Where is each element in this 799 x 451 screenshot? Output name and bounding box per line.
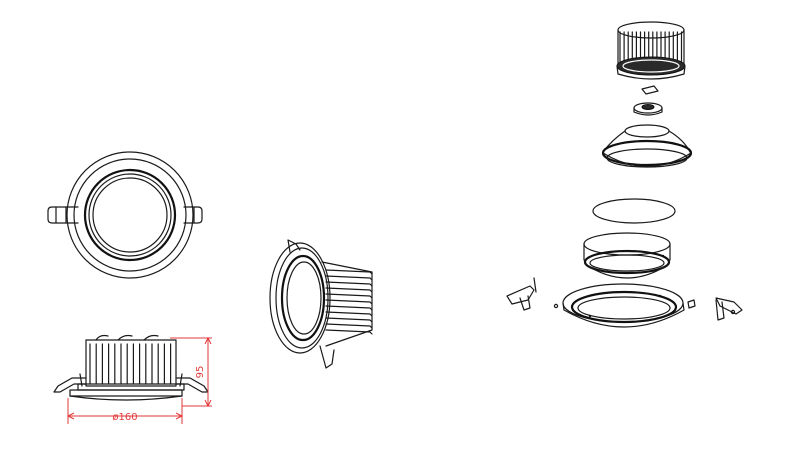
front-view — [47, 151, 203, 279]
height-dimension-label: 95 — [195, 366, 206, 379]
perspective-view — [269, 239, 373, 369]
fin-line — [325, 293, 373, 299]
bezel-ring — [562, 283, 685, 328]
perspective-heatsink-fins — [325, 269, 373, 335]
heatsink-module — [616, 21, 686, 80]
fin-line — [325, 275, 373, 281]
dimension-lines — [66, 336, 212, 424]
fin-line — [325, 311, 373, 317]
fin-caps — [95, 334, 159, 341]
fin-line — [325, 305, 373, 311]
right-spring-clip — [687, 297, 743, 321]
fin-line — [325, 323, 373, 329]
reflector — [601, 124, 693, 168]
lens — [592, 198, 676, 224]
led-holder — [633, 102, 663, 116]
fin-line — [325, 281, 373, 287]
fin-line — [325, 329, 373, 335]
fin-line — [325, 287, 373, 293]
housing-ring — [583, 232, 671, 279]
heatsink-fins — [89, 334, 172, 385]
fin-line — [325, 299, 373, 305]
exploded-view — [506, 21, 743, 328]
side-view — [53, 334, 209, 401]
diameter-dimension-label: ø160 — [112, 412, 137, 423]
fin-line — [325, 317, 373, 323]
left-spring-clip — [506, 277, 559, 311]
